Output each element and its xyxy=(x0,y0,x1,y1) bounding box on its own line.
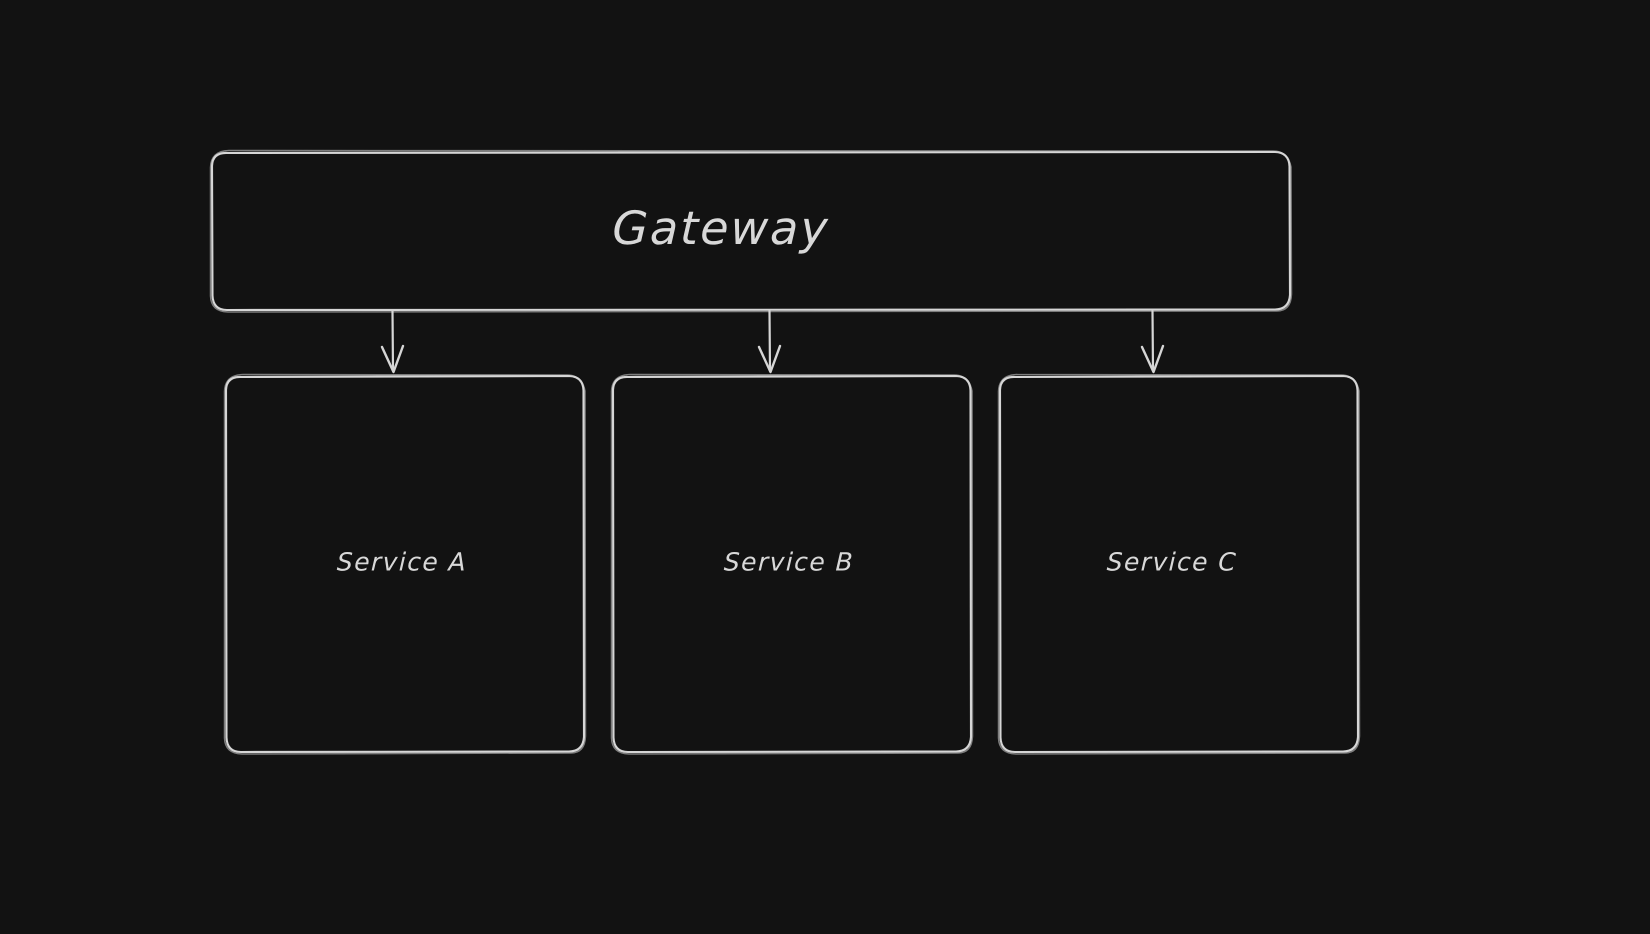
edge-gateway-to-service-a[interactable] xyxy=(380,309,405,374)
edge-gateway-to-service-b[interactable] xyxy=(757,309,782,374)
node-service-a[interactable] xyxy=(223,373,587,755)
edge-gateway-to-service-c[interactable] xyxy=(1140,309,1165,374)
node-label-service-a: Service A xyxy=(336,547,468,577)
node-label-service-c: Service C xyxy=(1106,547,1238,577)
node-service-b[interactable] xyxy=(610,373,974,755)
node-gateway[interactable] xyxy=(209,149,1293,313)
node-service-c[interactable] xyxy=(997,373,1361,755)
node-label-gateway: Gateway xyxy=(611,201,831,255)
node-label-service-b: Service B xyxy=(723,547,855,577)
